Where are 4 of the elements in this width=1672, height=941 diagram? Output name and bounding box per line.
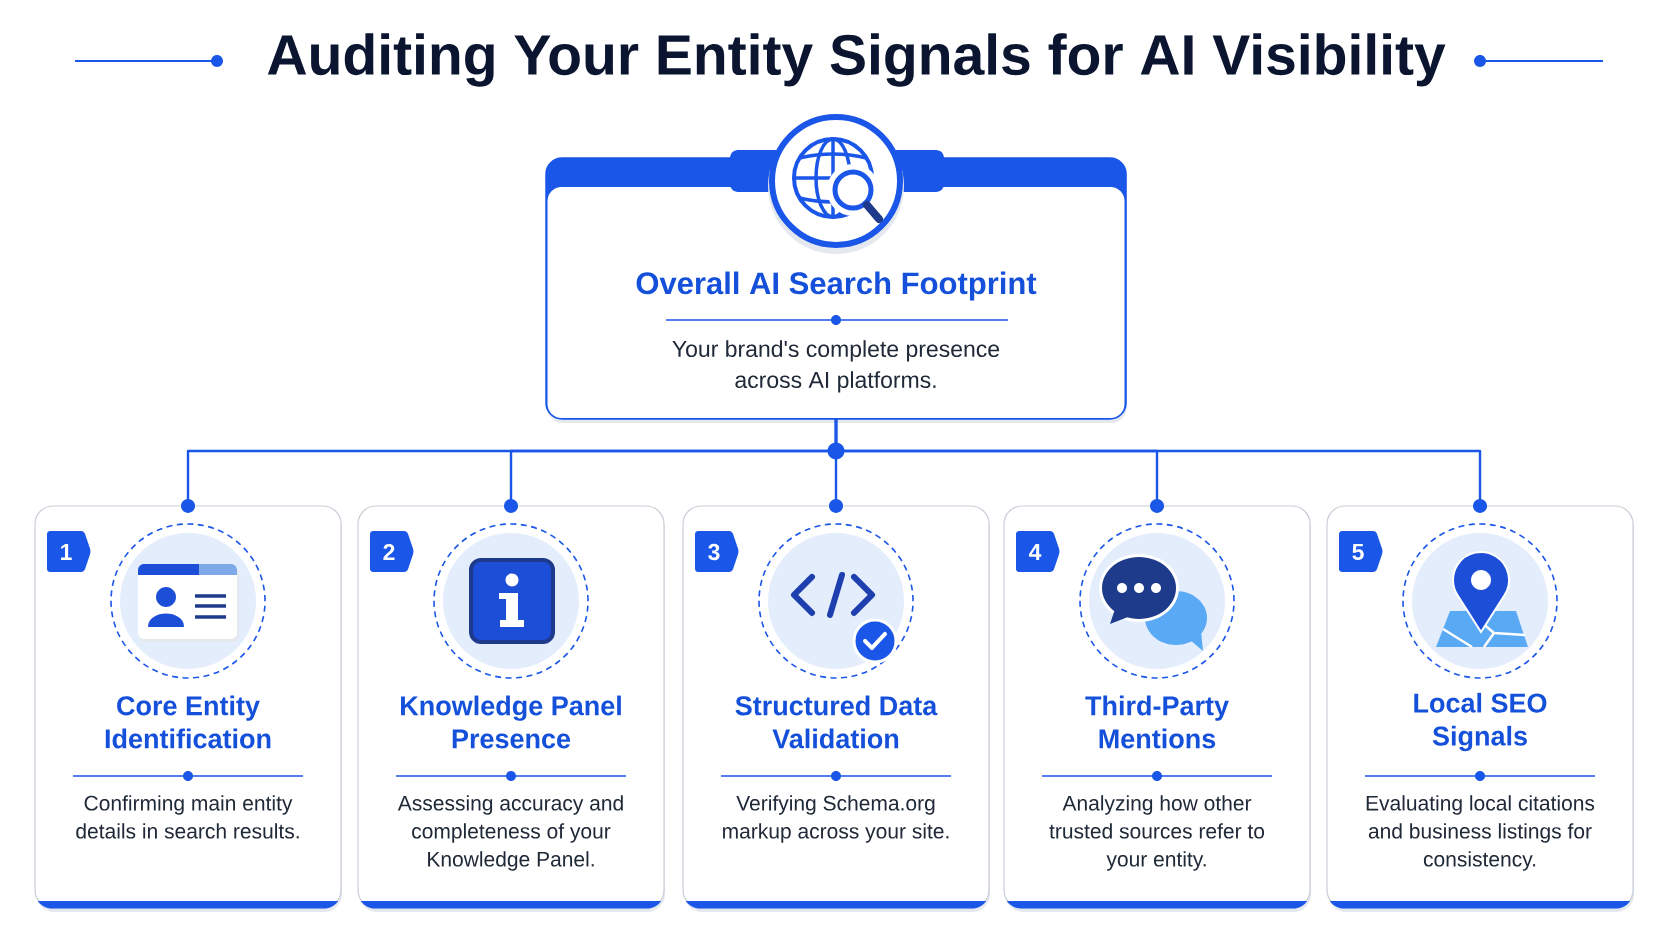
description: Evaluating local citations and business listings for consistency. xyxy=(1366,795,1595,871)
heading: Local SEO Signals xyxy=(1414,692,1547,752)
connector xyxy=(834,419,1487,513)
title: Auditing Your Entity Signals for AI Visibility xyxy=(267,33,1446,87)
